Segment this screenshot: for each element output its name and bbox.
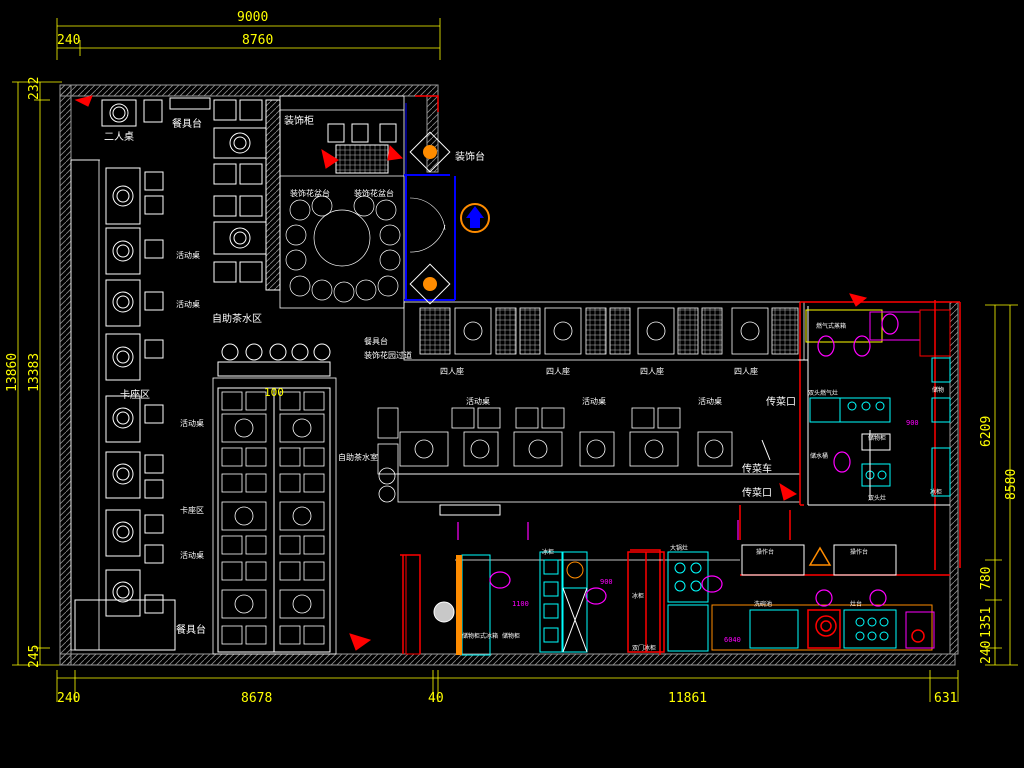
door-swings — [409, 197, 446, 253]
section-markers — [74, 95, 868, 651]
svg-text:燃气式蒸箱: 燃气式蒸箱 — [816, 322, 846, 330]
dim-top-total: 9000 — [237, 10, 268, 25]
window-frames — [404, 103, 456, 301]
dim-right-c: 1351 — [979, 607, 994, 638]
decor-cabinet — [327, 123, 397, 174]
four-person-label-1: 四人座 — [440, 366, 464, 376]
svg-text:双头灶: 双头灶 — [868, 494, 886, 502]
serving-window-label-2: 传菜口 — [742, 487, 772, 499]
left-booth-tables — [74, 167, 176, 651]
dim-top-main: 8760 — [242, 33, 273, 48]
movable-table-label-5: 活动桌 — [466, 396, 490, 406]
svg-text:储物柜: 储物柜 — [502, 632, 520, 640]
dim-left-inner: 13383 — [27, 353, 42, 392]
cutlery-station-top — [169, 97, 211, 110]
planter-garden — [285, 195, 401, 303]
dim-left-total: 13860 — [5, 353, 20, 392]
decor-table-label: 装饰台 — [455, 150, 485, 163]
svg-text:900: 900 — [600, 578, 613, 586]
svg-text:操作台: 操作台 — [850, 548, 868, 556]
red-lines — [400, 95, 961, 655]
decor-cabinet-label: 装饰柜 — [284, 114, 314, 127]
dim-top-left: 240 — [57, 33, 80, 48]
dim-left-top: 232 — [27, 77, 42, 100]
center-tables-upper — [213, 99, 281, 291]
columns — [405, 309, 951, 655]
planter-label-2: 装饰花盆台 — [354, 188, 394, 198]
kitchen-equipment-lower — [461, 544, 935, 656]
kitchen-red-equipment — [627, 546, 925, 653]
cutlery-station-top-label: 餐具台 — [172, 117, 202, 130]
movable-table-label-3: 活动桌 — [180, 418, 204, 428]
cutlery-label-mid: 餐具台 — [364, 336, 388, 346]
dim-right-total: 8580 — [1004, 469, 1019, 500]
movable-table-label-1: 活动桌 — [176, 250, 200, 260]
dim-right-d: 240 — [979, 641, 994, 664]
svg-text:6040: 6040 — [724, 636, 741, 644]
movable-table-label-2: 活动桌 — [176, 299, 200, 309]
planter-label-3: 装饰花园过道 — [364, 350, 412, 360]
svg-text:900: 900 — [906, 419, 919, 427]
two-person-table-label: 二人桌 — [104, 130, 134, 143]
four-person-label-3: 四人座 — [640, 366, 664, 376]
kitchen-fixtures-lower — [457, 520, 887, 607]
cutlery-station-bottom-label: 餐具台 — [176, 623, 206, 636]
svg-text:储物柜式冰箱: 储物柜式冰箱 — [462, 632, 498, 640]
svg-text:大锅灶: 大锅灶 — [670, 544, 688, 552]
self-tea-station-label: 自助茶水室 — [338, 452, 378, 462]
two-person-table — [101, 99, 163, 127]
decor-table — [409, 131, 490, 305]
center-long-block-seats — [221, 391, 325, 645]
four-person-label-4: 四人座 — [734, 366, 758, 376]
kitchen-text-upper: 燃气式蒸箱 双头燃气灶 储物柜 储水桶 双头灶 储物 冰柜 900 — [808, 322, 944, 502]
dim-bottom-c: 40 — [428, 691, 444, 706]
svg-text:操作台: 操作台 — [756, 548, 774, 556]
svg-text:1100: 1100 — [512, 600, 529, 608]
dim-right-a: 6209 — [979, 416, 994, 447]
svg-text:双头燃气灶: 双头燃气灶 — [808, 389, 838, 397]
dim-left-bottom: 245 — [27, 645, 42, 668]
dim-right-b: 780 — [979, 567, 994, 590]
svg-text:洗碗池: 洗碗池 — [754, 600, 772, 608]
serving-cart-label: 传菜车 — [742, 462, 772, 475]
planter-label-1: 装饰花盆台 — [290, 188, 330, 198]
movable-table-label-6: 活动桌 — [698, 396, 722, 406]
movable-table-label-5b: 活动桌 — [582, 396, 606, 406]
kitchen-text-lower: 900 1100 6040 储物柜式冰箱 储物柜 冰柜 冰柜 双门冰柜 大锅灶 … — [462, 544, 868, 652]
svg-text:冰柜: 冰柜 — [542, 548, 554, 556]
self-tea-area-label: 自助茶水区 — [212, 312, 262, 325]
center-long-block — [217, 343, 331, 653]
svg-text:储水桶: 储水桶 — [810, 452, 828, 460]
walls — [59, 84, 959, 666]
dim-bottom-d: 11861 — [668, 691, 707, 706]
svg-text:冰柜: 冰柜 — [930, 488, 942, 496]
svg-text:双门冰柜: 双门冰柜 — [632, 644, 656, 652]
dimension-lines — [12, 18, 1018, 702]
serving-slash — [761, 439, 771, 461]
booth-area-label-2: 卡座区 — [180, 505, 204, 515]
serving-window-label-1: 传菜口 — [766, 396, 796, 408]
dim-bottom-b: 8678 — [241, 691, 272, 706]
dim-bottom-e: 631 — [934, 691, 957, 706]
kitchen-equipment-upper — [805, 309, 951, 500]
svg-text:冰柜: 冰柜 — [632, 592, 644, 600]
marker-label: 100 — [264, 386, 284, 399]
svg-text:储物: 储物 — [932, 386, 944, 394]
corridor-four-person-tables — [419, 307, 799, 355]
four-person-label-2: 四人座 — [546, 366, 570, 376]
svg-text:灶台: 灶台 — [850, 600, 862, 608]
booth-area-label-1: 卡座区 — [120, 388, 150, 401]
movable-table-label-4: 活动桌 — [180, 550, 204, 560]
svg-text:储物柜: 储物柜 — [868, 434, 886, 442]
dim-bottom-a: 240 — [57, 691, 80, 706]
middle-movable-tables — [377, 407, 733, 503]
interior-outlines — [70, 95, 805, 655]
kitchen-fixtures-upper — [817, 313, 899, 473]
